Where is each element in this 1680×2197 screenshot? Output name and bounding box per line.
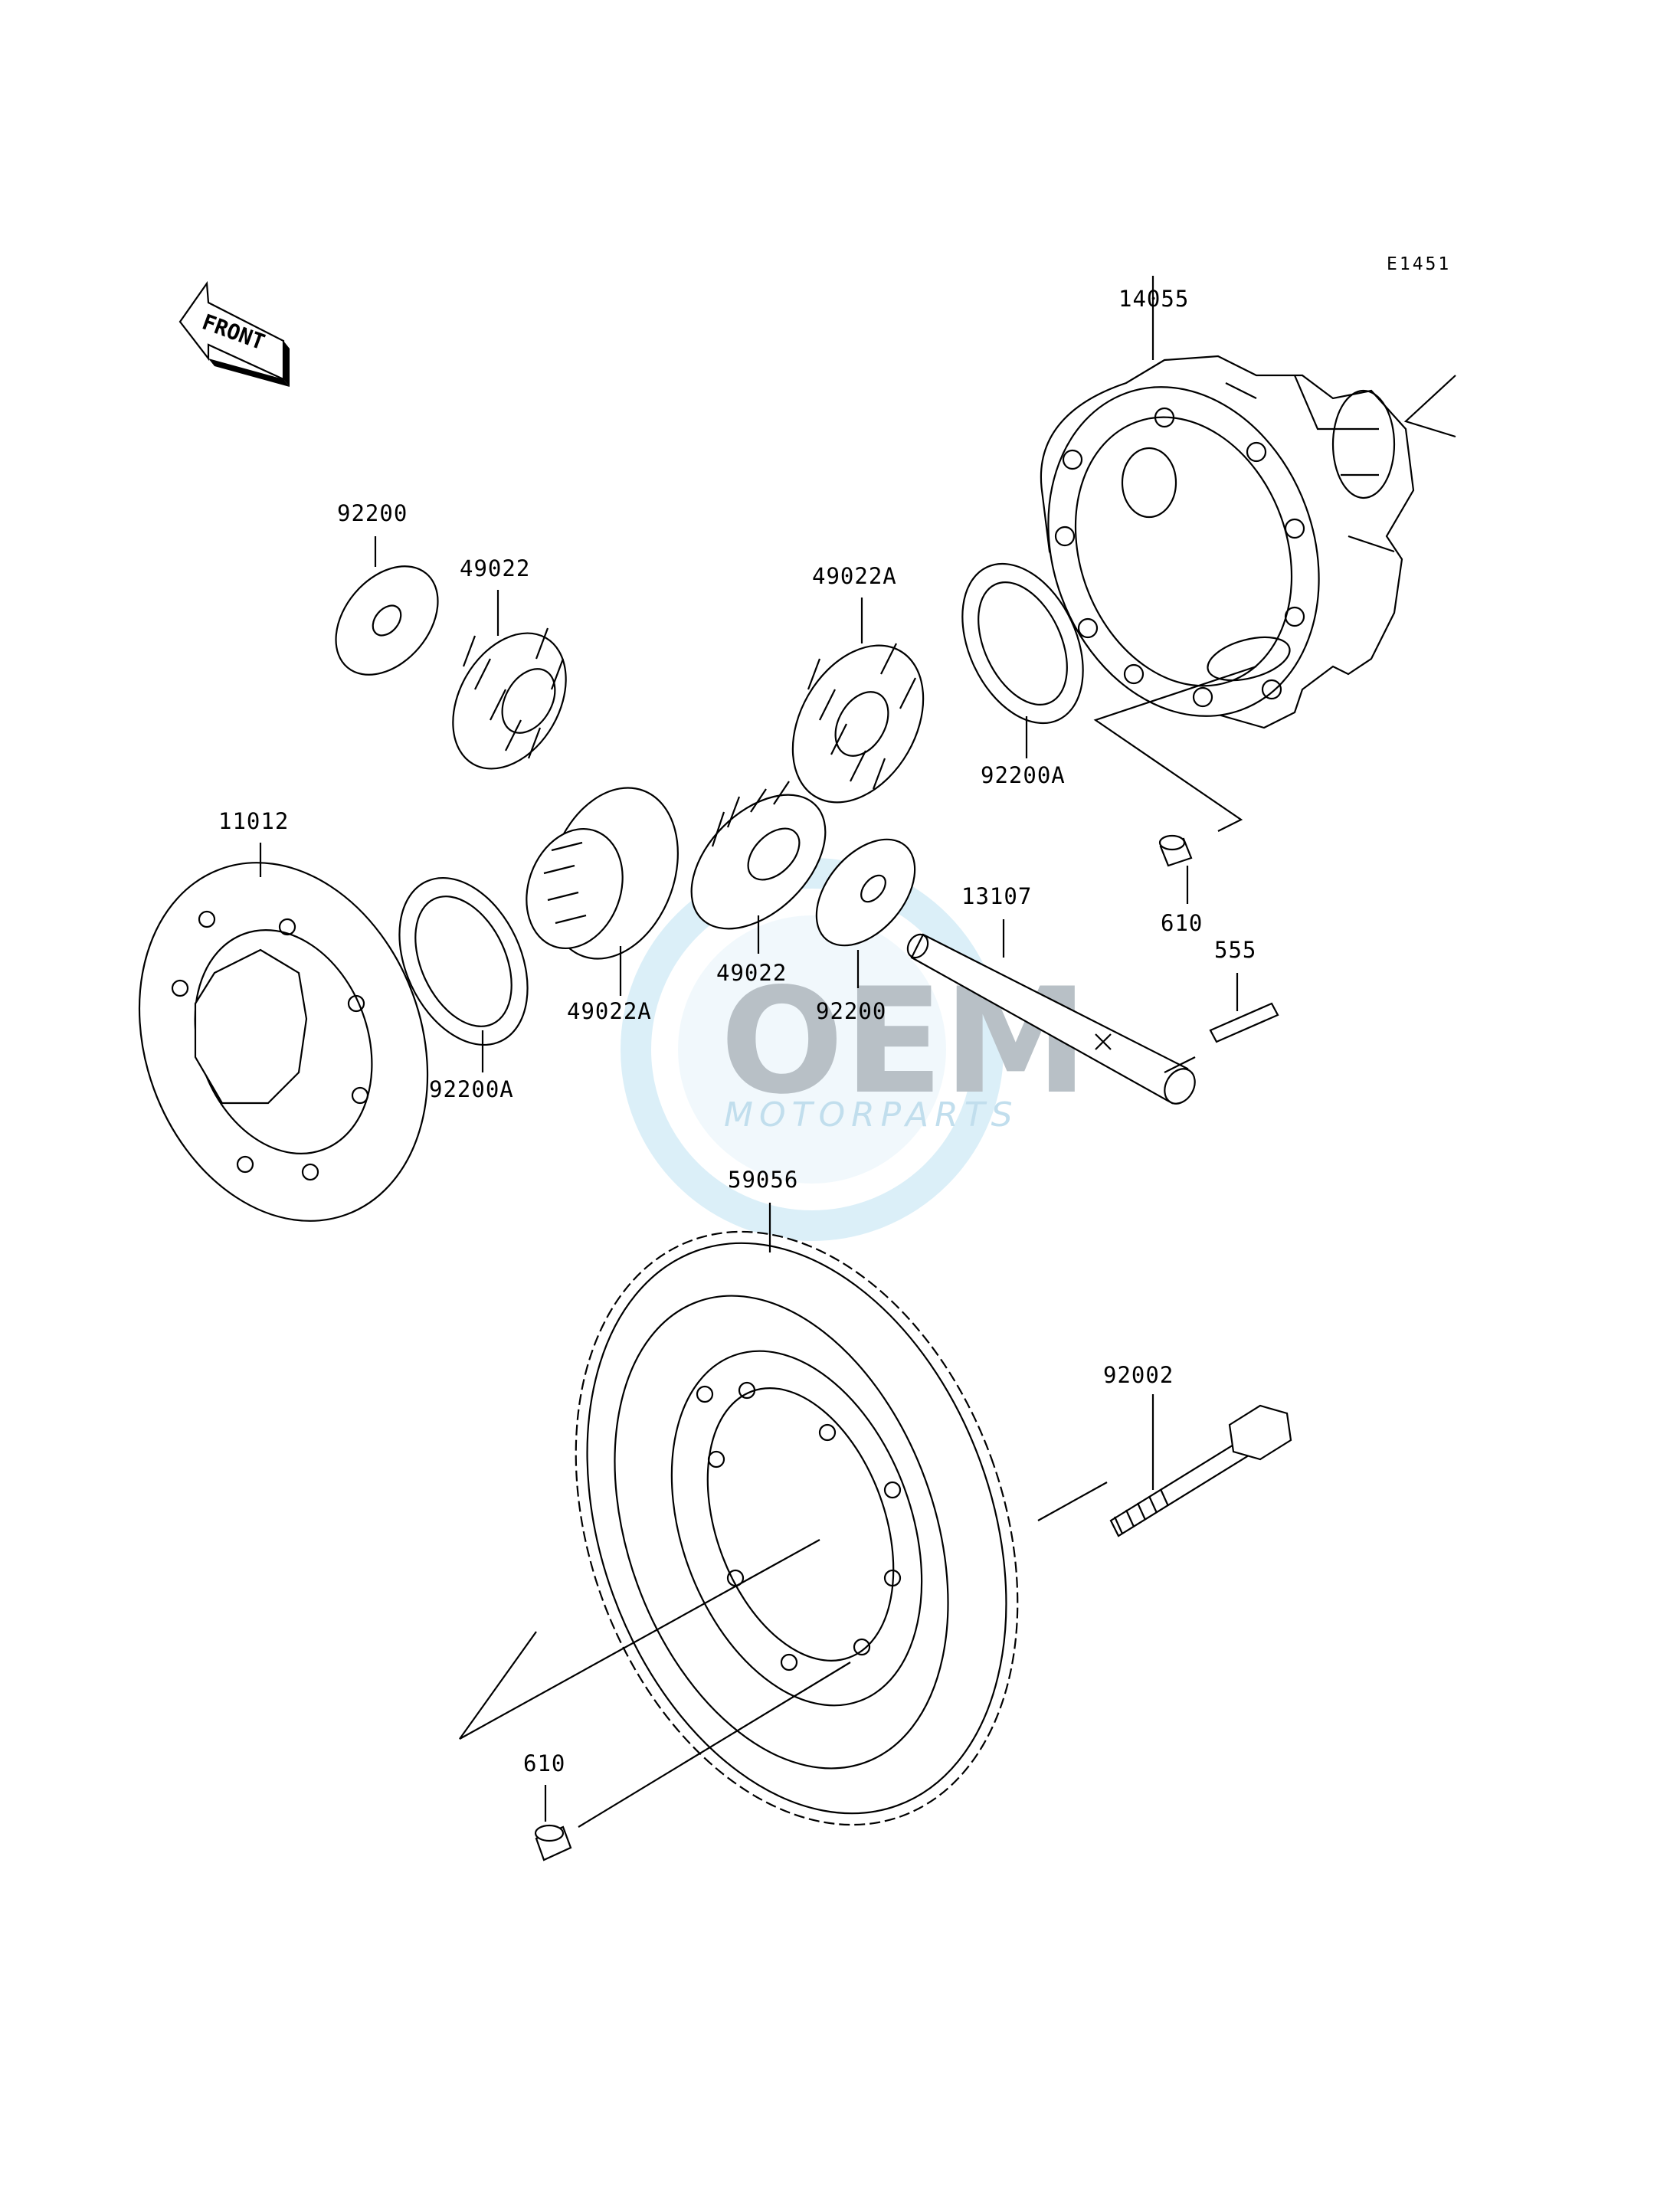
part-label-92200-mid: 92200 bbox=[816, 998, 886, 1024]
part-label-610-top: 610 bbox=[1161, 910, 1203, 936]
shim-92200a-left bbox=[398, 876, 529, 1046]
part-label-49022a-top: 49022A bbox=[812, 563, 897, 589]
oem-motorparts-watermark: OEM MOTORPARTS bbox=[621, 858, 1088, 1241]
part-label-14055: 14055 bbox=[1118, 286, 1189, 312]
bolt-92002 bbox=[1109, 1404, 1292, 1537]
differential-case-14055 bbox=[1040, 355, 1415, 729]
part-label-92200-top: 92200 bbox=[337, 500, 408, 526]
part-label-11012: 11012 bbox=[218, 808, 289, 834]
washer-92200-mid bbox=[815, 838, 916, 947]
differential-cover-11012 bbox=[138, 862, 429, 1222]
diagram-code: E1451 bbox=[1387, 254, 1451, 274]
part-label-92200a-right: 92200A bbox=[981, 762, 1066, 788]
front-arrow-icon: FRONT bbox=[178, 280, 290, 387]
part-label-610-bottom: 610 bbox=[523, 1750, 565, 1776]
pin-555 bbox=[1209, 1002, 1279, 1043]
watermark-sub: MOTORPARTS bbox=[724, 1095, 1019, 1135]
shim-92200a-right bbox=[961, 562, 1084, 725]
part-label-13107: 13107 bbox=[961, 883, 1032, 909]
pinion-gear-49022-mid bbox=[690, 781, 827, 930]
watermark-brand: OEM bbox=[720, 957, 1088, 1126]
ring-gear-59056 bbox=[575, 1230, 1019, 1826]
part-label-49022-top: 49022 bbox=[460, 555, 530, 581]
part-label-59056: 59056 bbox=[728, 1167, 798, 1193]
part-label-555: 555 bbox=[1214, 937, 1256, 963]
part-label-92200a-left: 92200A bbox=[429, 1076, 514, 1102]
side-gear-49022a-mid bbox=[526, 787, 679, 960]
part-label-49022a-mid: 49022A bbox=[567, 998, 652, 1024]
pinion-gear-49022a-top bbox=[791, 643, 925, 804]
part-label-92002: 92002 bbox=[1103, 1362, 1174, 1388]
dowel-pin-610-bottom bbox=[534, 1824, 572, 1861]
pinion-shaft-13107 bbox=[906, 933, 1196, 1105]
part-label-49022-mid: 49022 bbox=[716, 960, 787, 986]
washer-92200-top bbox=[335, 565, 439, 676]
dowel-pin-610-top bbox=[1158, 834, 1193, 867]
pinion-gear-49022-top bbox=[452, 627, 567, 770]
